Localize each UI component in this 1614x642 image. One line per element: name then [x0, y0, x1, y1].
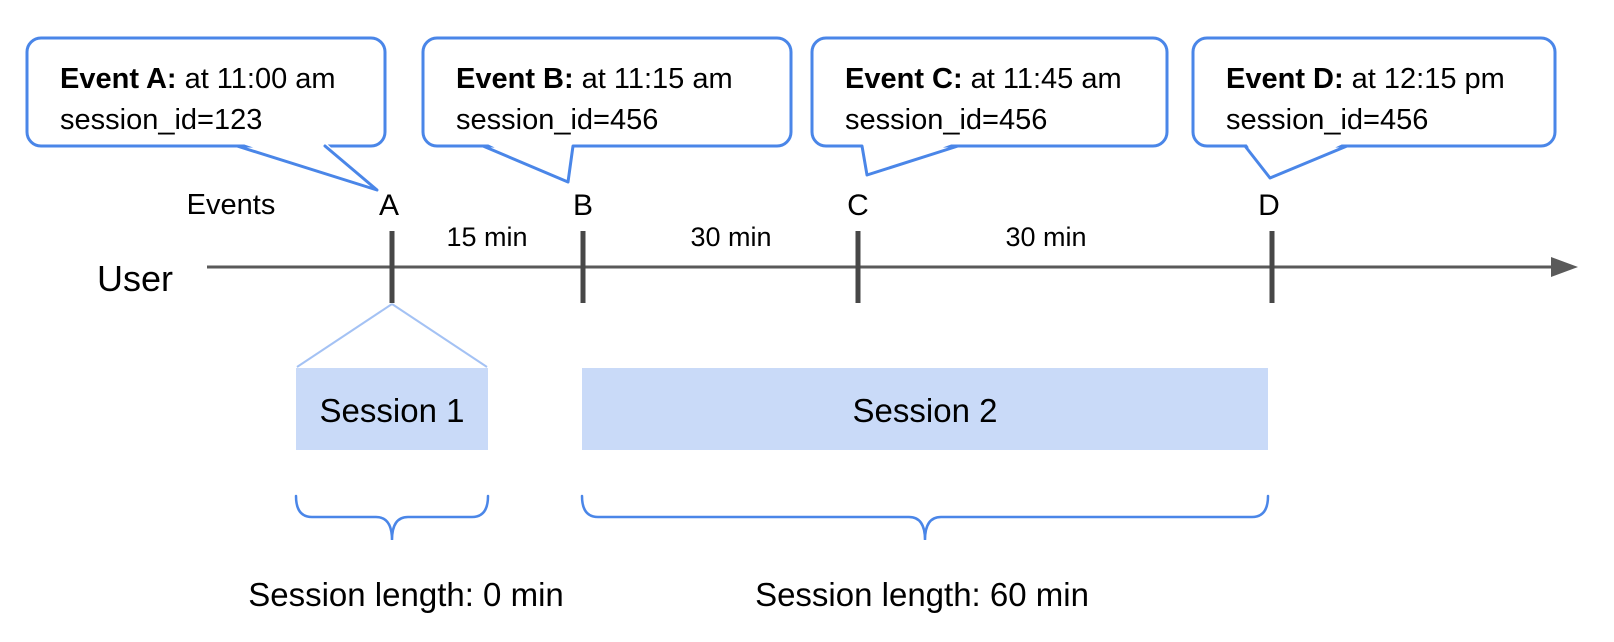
interval-label-ab: 15 min [446, 222, 527, 252]
events-label: Events [187, 189, 276, 221]
event-bubble-b-tail [483, 142, 573, 182]
event-bubble-a: Event A:at 11:00 am session_id=123 [25, 36, 387, 192]
funnel-right-line [391, 303, 488, 368]
event-letter-b: B [573, 189, 593, 222]
event-bubble-c-line1: Event C:at 11:45 am [845, 63, 1122, 95]
funnel-left-line [296, 303, 393, 368]
event-bubble-c-title: Event C: [845, 63, 963, 95]
event-bubble-c-box [810, 36, 1169, 148]
event-bubble-b-box [421, 36, 793, 148]
event-letter-d: D [1258, 189, 1280, 222]
event-bubble-d-tail-outline [1243, 144, 1349, 180]
event-bubble-b-time: at 11:15 am [582, 63, 733, 95]
event-bubble-b: Event B:at 11:15 am session_id=456 [421, 36, 793, 184]
event-bubble-c-line2: session_id=456 [845, 104, 1047, 136]
event-bubble-b-line2: session_id=456 [456, 104, 658, 136]
event-bubble-a-line2: session_id=123 [60, 104, 262, 136]
user-label: User [97, 258, 173, 299]
event-bubble-d-line2: session_id=456 [1226, 104, 1428, 136]
session-1-length-label: Session length: 0 min [248, 576, 564, 613]
session-1-label: Session 1 [320, 392, 465, 429]
event-bubble-a-box [25, 36, 387, 148]
interval-label-cd: 30 min [1005, 222, 1086, 252]
interval-label-bc: 30 min [690, 222, 771, 252]
timeline-arrowhead-icon [1551, 257, 1578, 277]
session-1-box [296, 368, 488, 450]
session-2-brace [580, 494, 1270, 541]
event-bubble-c: Event C:at 11:45 am session_id=456 [810, 36, 1169, 177]
event-letter-c: C [847, 189, 869, 222]
session-2-label: Session 2 [853, 392, 998, 429]
event-bubble-a-line1: Event A:at 11:00 am [60, 63, 336, 95]
event-bubble-a-tail-outline [235, 144, 379, 192]
session-1-brace [294, 494, 490, 541]
session-2-length-label: Session length: 60 min [755, 576, 1089, 613]
event-bubble-b-line1: Event B:at 11:15 am [456, 63, 733, 95]
event-bubble-c-time: at 11:45 am [971, 63, 1122, 95]
event-bubble-d-line1: Event D:at 12:15 pm [1226, 63, 1505, 95]
event-bubble-d-time: at 12:15 pm [1352, 63, 1505, 95]
event-bubble-c-tail [862, 142, 958, 175]
session-2-box [582, 368, 1268, 450]
event-bubble-b-title: Event B: [456, 63, 574, 95]
event-bubble-b-tail-outline [481, 144, 575, 184]
event-bubble-d-box [1191, 36, 1557, 148]
event-letter-a: A [379, 189, 399, 222]
event-bubble-d-title: Event D: [1226, 63, 1344, 95]
event-bubble-a-time: at 11:00 am [185, 63, 336, 95]
event-bubble-d-tail [1245, 142, 1347, 178]
event-bubble-a-title: Event A: [60, 63, 177, 95]
event-bubble-c-tail-outline [860, 144, 960, 177]
event-bubble-d: Event D:at 12:15 pm session_id=456 [1191, 36, 1557, 180]
